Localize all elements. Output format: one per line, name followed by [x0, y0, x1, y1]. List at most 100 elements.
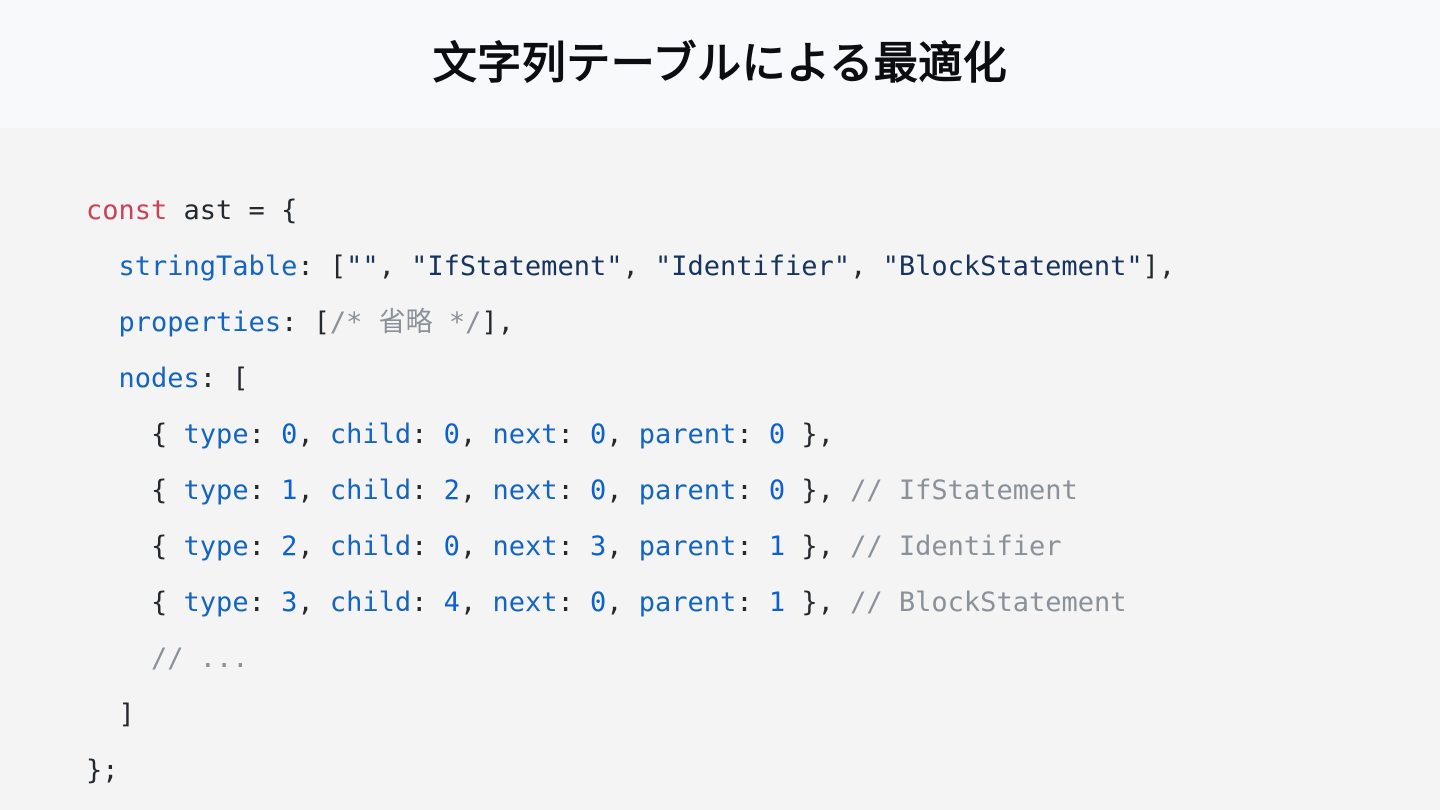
- code-line: { type: 3, child: 4, next: 0, parent: 1 …: [86, 587, 1126, 618]
- code-token-prop: type: [183, 475, 249, 506]
- code-token-prop: parent: [638, 419, 737, 450]
- code-token-pun: ,: [606, 531, 639, 562]
- code-token-prop: properties: [118, 307, 282, 338]
- code-line: { type: 1, child: 2, next: 0, parent: 0 …: [86, 475, 1078, 506]
- code-token-pun: {: [86, 419, 184, 450]
- code-line: { type: 0, child: 0, next: 0, parent: 0 …: [86, 419, 834, 450]
- code-token-pun: ,: [297, 531, 330, 562]
- code-token-num: 4: [443, 587, 460, 618]
- code-token-pun: : [: [297, 251, 347, 282]
- code-token-pun: ,: [850, 251, 883, 282]
- code-token-prop: nodes: [118, 363, 200, 394]
- code-block: const ast = { stringTable: ["", "IfState…: [0, 183, 1440, 799]
- code-area: const ast = { stringTable: ["", "IfState…: [0, 128, 1440, 810]
- code-token-num: 3: [590, 531, 607, 562]
- code-line: const ast = {: [86, 195, 297, 226]
- code-line: };: [86, 755, 119, 786]
- code-token-pun: {: [86, 587, 184, 618]
- code-token-pun: : [: [281, 307, 330, 338]
- code-token-com: /* 省略 */: [329, 307, 482, 338]
- code-token-prop: parent: [638, 475, 737, 506]
- code-token-pun: ,: [622, 251, 655, 282]
- code-token-pun: },: [785, 587, 851, 618]
- code-token-num: 0: [590, 419, 607, 450]
- code-token-pun: : [: [199, 363, 249, 394]
- code-token-num: 0: [590, 587, 607, 618]
- code-token-prop: type: [183, 587, 249, 618]
- code-token-pln: [86, 251, 119, 282]
- code-token-pun: :: [557, 587, 590, 618]
- code-token-pun: ,: [606, 419, 639, 450]
- code-token-pun: {: [86, 475, 184, 506]
- code-token-pun: :: [411, 587, 444, 618]
- code-token-pun: :: [248, 419, 282, 450]
- code-token-pun: ,: [606, 475, 639, 506]
- page-title: 文字列テーブルによる最適化: [432, 37, 1008, 89]
- code-token-pun: :: [736, 419, 769, 450]
- code-token-pun: :: [557, 475, 590, 506]
- code-token-num: 0: [443, 531, 460, 562]
- code-token-str: "IfStatement": [411, 251, 623, 282]
- code-token-prop: type: [183, 419, 249, 450]
- code-token-str: "": [346, 251, 379, 282]
- code-token-str: "BlockStatement": [882, 251, 1143, 282]
- code-token-num: 2: [443, 475, 460, 506]
- code-token-pun: :: [736, 587, 769, 618]
- code-token-num: 3: [281, 587, 298, 618]
- code-token-pun: ,: [606, 587, 639, 618]
- code-token-pun: :: [557, 531, 590, 562]
- code-token-pun: },: [785, 531, 851, 562]
- code-token-pun: ,: [459, 587, 493, 618]
- code-token-pun: :: [411, 531, 444, 562]
- slide-header: 文字列テーブルによる最適化: [0, 0, 1440, 128]
- code-token-num: 1: [768, 531, 786, 562]
- code-token-pun: ,: [459, 531, 493, 562]
- code-token-pun: {: [86, 531, 184, 562]
- code-token-com: // Identifier: [850, 531, 1062, 562]
- code-token-num: 2: [281, 531, 298, 562]
- code-token-num: 0: [768, 475, 786, 506]
- code-token-prop: parent: [638, 587, 737, 618]
- code-token-prop: next: [492, 587, 558, 618]
- code-token-pun: },: [785, 419, 834, 450]
- code-token-num: 0: [281, 419, 298, 450]
- code-token-prop: next: [492, 475, 558, 506]
- code-token-num: 0: [590, 475, 607, 506]
- code-token-pln: [86, 307, 119, 338]
- code-token-prop: child: [329, 587, 412, 618]
- code-token-pun: :: [736, 475, 769, 506]
- code-token-pun: ,: [459, 419, 493, 450]
- code-token-prop: parent: [638, 531, 737, 562]
- code-line: nodes: [: [86, 363, 249, 394]
- code-token-pun: ,: [459, 475, 493, 506]
- code-token-com: // ...: [151, 643, 249, 674]
- code-token-pun: ],: [1142, 251, 1176, 282]
- code-token-num: 1: [281, 475, 298, 506]
- code-token-pun: ast = {: [167, 195, 298, 226]
- code-lines-container: const ast = { stringTable: ["", "IfState…: [86, 195, 1175, 786]
- code-token-pun: :: [411, 419, 444, 450]
- code-token-pun: :: [248, 475, 282, 506]
- code-token-prop: next: [492, 419, 558, 450]
- code-token-pun: ]: [86, 699, 135, 730]
- code-token-pun: :: [736, 531, 769, 562]
- code-token-str: "Identifier": [654, 251, 851, 282]
- code-token-prop: child: [329, 475, 412, 506]
- code-token-pln: [86, 643, 151, 674]
- code-token-pun: };: [86, 755, 119, 786]
- code-line: ]: [86, 699, 135, 730]
- code-token-com: // BlockStatement: [850, 587, 1127, 618]
- code-token-com: // IfStatement: [850, 475, 1078, 506]
- code-token-pun: :: [248, 531, 282, 562]
- code-token-pun: :: [557, 419, 590, 450]
- code-token-pun: :: [248, 587, 282, 618]
- code-token-kw: const: [86, 195, 168, 226]
- code-token-pun: ],: [481, 307, 514, 338]
- code-token-prop: stringTable: [118, 251, 298, 282]
- code-token-pun: :: [411, 475, 444, 506]
- code-token-num: 0: [443, 419, 460, 450]
- code-line: stringTable: ["", "IfStatement", "Identi…: [86, 251, 1176, 282]
- code-token-prop: type: [183, 531, 249, 562]
- code-token-pun: ,: [297, 475, 330, 506]
